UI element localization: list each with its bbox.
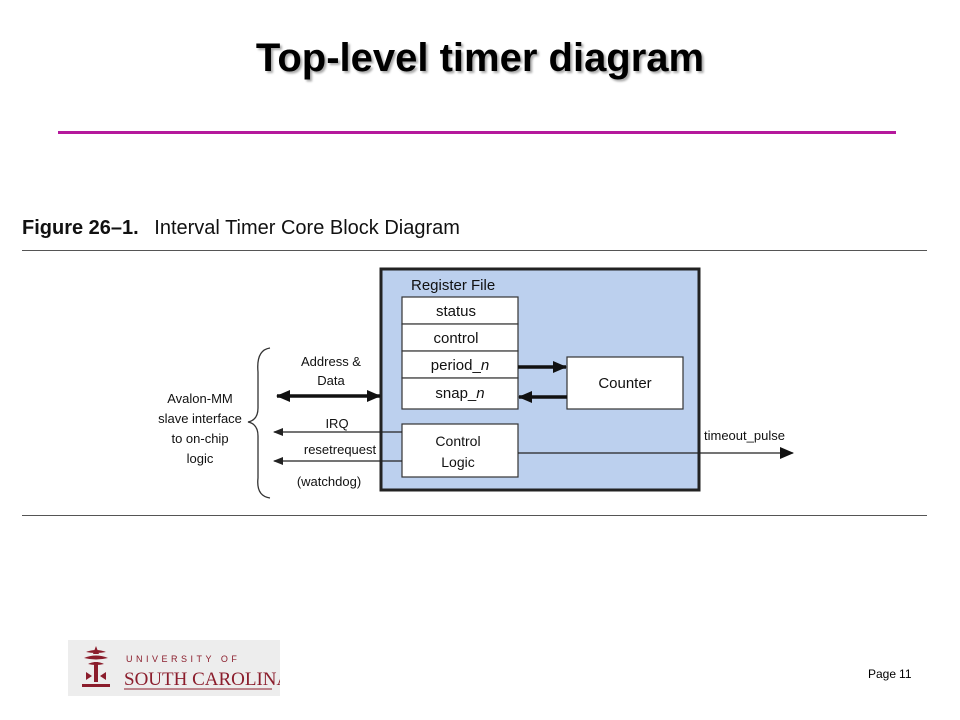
slide-title: Top-level timer diagram: [255, 36, 705, 80]
control-logic-label-line1: Control: [435, 433, 480, 449]
page-number-value: 11: [899, 667, 912, 681]
interface-label-line2: slave interface: [158, 411, 242, 426]
figure-caption-text: Interval Timer Core Block Diagram: [154, 217, 460, 239]
register-status-label: status: [436, 303, 476, 320]
address-data-label-line2: Data: [317, 373, 345, 388]
register-file-label: Register File: [411, 277, 495, 294]
register-snap-label: snap_n: [435, 385, 484, 402]
interface-label-line3: to on-chip: [171, 431, 228, 446]
figure-number: Figure 26–1.: [22, 217, 139, 239]
palmetto-icon: UNIVERSITY OF SOUTH CAROLINA: [82, 646, 291, 690]
figure-top-rule: [22, 250, 927, 251]
timeout-pulse-label: timeout_pulse: [704, 428, 785, 443]
figure-caption: Figure 26–1. Interval Timer Core Block D…: [22, 217, 460, 240]
title-divider: [58, 131, 896, 134]
interface-brace: [247, 347, 271, 499]
counter-box: [566, 356, 684, 410]
counter-label: Counter: [598, 375, 651, 392]
register-stack: status control period_n snap_n: [401, 296, 519, 410]
register-period-label: period_n: [431, 357, 489, 374]
interface-label-line4: logic: [187, 451, 214, 466]
register-snap-cell: [401, 377, 519, 410]
logo-top-line: UNIVERSITY OF: [126, 654, 240, 664]
watchdog-label: (watchdog): [297, 474, 361, 489]
resetrequest-label: resetrequest: [304, 442, 377, 457]
page-label: Page: [868, 667, 897, 681]
address-data-label-line1: Address &: [301, 354, 361, 369]
control-logic-label-line2: Logic: [441, 454, 474, 470]
interface-label-line1: Avalon-MM: [167, 391, 233, 406]
register-status-cell: [401, 296, 519, 325]
control-logic-box: [401, 423, 519, 478]
irq-label: IRQ: [325, 416, 348, 431]
register-control-label: control: [433, 330, 478, 347]
logo-main-line: SOUTH CAROLINA: [124, 669, 280, 690]
figure-bottom-rule: [22, 515, 927, 516]
university-logo: UNIVERSITY OF SOUTH CAROLINA: [68, 640, 291, 696]
